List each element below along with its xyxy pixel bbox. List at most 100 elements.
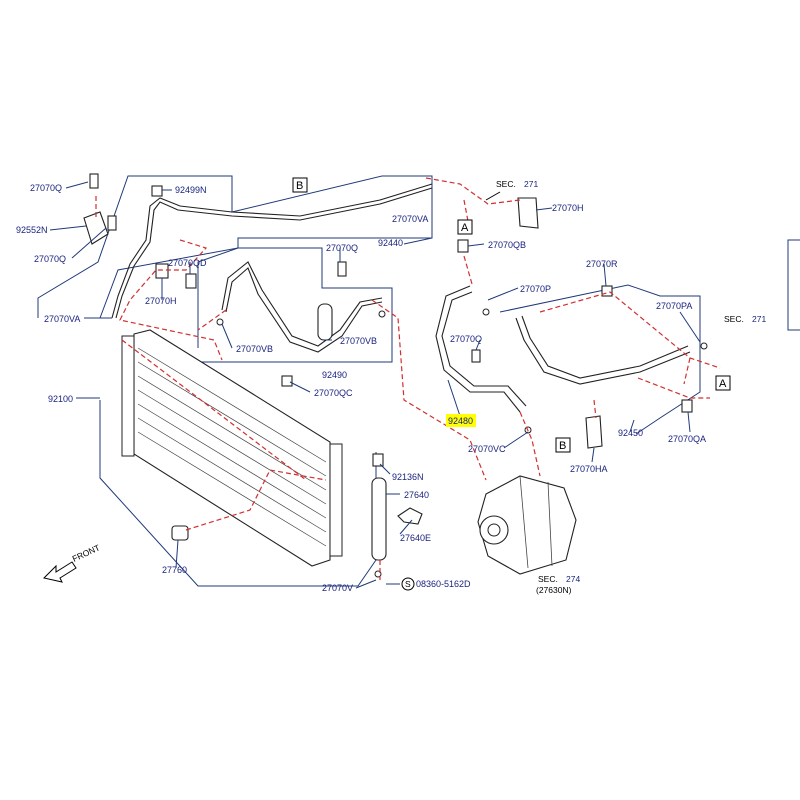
- clip-92499n: [151, 185, 163, 197]
- sec-274-sub: (27630N): [536, 585, 572, 595]
- pipe-92480-b: [441, 291, 527, 407]
- label-27070va-top: 27070VA: [392, 214, 428, 224]
- outline-92440: [37, 175, 433, 319]
- label-27070qb: 27070QB: [488, 240, 526, 250]
- pipe-92440-b: [115, 187, 433, 319]
- leader-lines: [49, 181, 701, 589]
- label-27070qc: 27070QC: [314, 388, 353, 398]
- receiver-bracket: [397, 507, 423, 525]
- part-labels: 27070Q 92552N 27070Q 92499N 27070VA 2707…: [16, 183, 706, 593]
- condenser-right-tank: [329, 443, 343, 557]
- label-27070qa: 27070QA: [668, 434, 706, 444]
- outline-right-frame: [787, 239, 800, 331]
- marker-b-bottom-box: [555, 437, 571, 453]
- clip-27070h-left: [155, 263, 169, 279]
- receiver-drier: [371, 453, 423, 561]
- label-27070p: 27070P: [520, 284, 551, 294]
- front-label: FRONT: [71, 542, 102, 563]
- label-27070q-top: 27070Q: [30, 183, 62, 193]
- condenser: [121, 329, 343, 567]
- label-92450: 92450: [618, 428, 643, 438]
- label-27070v: 27070V: [322, 583, 353, 593]
- label-92480: 92480: [448, 416, 473, 426]
- label-27640: 27640: [404, 490, 429, 500]
- label-27070h-right: 27070H: [552, 203, 584, 213]
- bolt-27070q-top: [89, 173, 99, 189]
- label-27760: 27760: [162, 565, 187, 575]
- label-27070qd: 27070QD: [168, 258, 207, 268]
- label-92552n: 92552N: [16, 225, 48, 235]
- marker-a-mid: A: [461, 222, 469, 234]
- label-27070ha: 27070HA: [570, 464, 608, 474]
- bolt-27070qb: [457, 239, 469, 253]
- label-27070pa: 27070PA: [656, 301, 692, 311]
- bolt-27070q-right: [471, 349, 481, 363]
- markers: B A A B: [292, 177, 731, 453]
- sec-label-271-right: SEC.: [724, 314, 744, 324]
- receiver-drier-plug: [372, 453, 384, 467]
- label-27640e: 27640E: [400, 533, 431, 543]
- sec-ref-271-right: 271: [752, 314, 766, 324]
- sec-ref-271-top: 271: [524, 179, 538, 189]
- marker-b-bottom: B: [559, 440, 566, 452]
- label-92490: 92490: [322, 370, 347, 380]
- marker-b-top: B: [296, 180, 303, 192]
- pipe-92450: [515, 317, 691, 385]
- outline-92490: [197, 247, 393, 363]
- small-parts: [83, 173, 708, 578]
- label-92100: 92100: [48, 394, 73, 404]
- label-92136n: 92136N: [392, 472, 424, 482]
- muffler: [317, 303, 333, 341]
- group-outlines: [37, 175, 800, 587]
- marker-a-right-box: [715, 375, 731, 391]
- label-27070vb-left: 27070VB: [236, 344, 273, 354]
- pipe-92480: [435, 285, 521, 413]
- label-27070q-left: 27070Q: [34, 254, 66, 264]
- label-27070va-left: 27070VA: [44, 314, 80, 324]
- label-27070vc: 27070VC: [468, 444, 506, 454]
- pipe-92490: [221, 261, 383, 347]
- bolt-27070qc: [281, 375, 293, 387]
- bolt-27070qa: [681, 399, 693, 413]
- s-symbol-circle: [401, 577, 415, 591]
- label-27070r: 27070R: [586, 259, 618, 269]
- front-arrow-icon: [43, 561, 77, 583]
- pipe-92440: [111, 183, 433, 319]
- bolt-27070q-left: [107, 215, 117, 231]
- highlight-92480: [446, 414, 476, 427]
- sec-label-271-top: SEC.: [496, 179, 516, 189]
- label-27070h-left: 27070H: [145, 296, 177, 306]
- compressor-hub: [487, 523, 501, 537]
- receiver-drier-body: [371, 477, 387, 561]
- front-indicator: FRONT: [43, 542, 102, 583]
- label-27070q-mid: 27070Q: [326, 243, 358, 253]
- condenser-fins: [137, 347, 327, 547]
- nut-27070r: [601, 285, 613, 297]
- marker-b-top-box: [292, 177, 308, 193]
- label-27070vb-mid: 27070VB: [340, 336, 377, 346]
- section-refs: SEC. 271 SEC. 271 SEC. 274 (27630N): [485, 179, 766, 595]
- compressor: [477, 475, 577, 575]
- sec-ref-274: 274: [566, 574, 580, 584]
- marker-a-mid-box: [457, 219, 473, 235]
- part-27760: [171, 525, 189, 541]
- sec-label-274: SEC.: [538, 574, 558, 584]
- clip-27070h-right: [517, 197, 539, 229]
- bolt-27070q-mid: [337, 261, 347, 277]
- label-27070q-right: 27070Q: [450, 334, 482, 344]
- clip-27070ha: [585, 415, 603, 449]
- label-92499n: 92499N: [175, 185, 207, 195]
- bolt-27070qd: [185, 273, 197, 289]
- label-08360-5162d: 08360-5162D: [416, 579, 471, 589]
- bracket-92552n: [83, 211, 109, 245]
- assembly-lines: [95, 177, 721, 580]
- pipe-92490-b: [225, 267, 383, 353]
- condenser-left-tank: [121, 335, 135, 457]
- s-symbol: S: [405, 579, 411, 589]
- marker-a-right: A: [719, 378, 727, 390]
- outline-92450: [499, 284, 701, 435]
- label-92440: 92440: [378, 238, 403, 248]
- pipe-92450-b: [521, 315, 689, 379]
- pipes: [111, 183, 691, 413]
